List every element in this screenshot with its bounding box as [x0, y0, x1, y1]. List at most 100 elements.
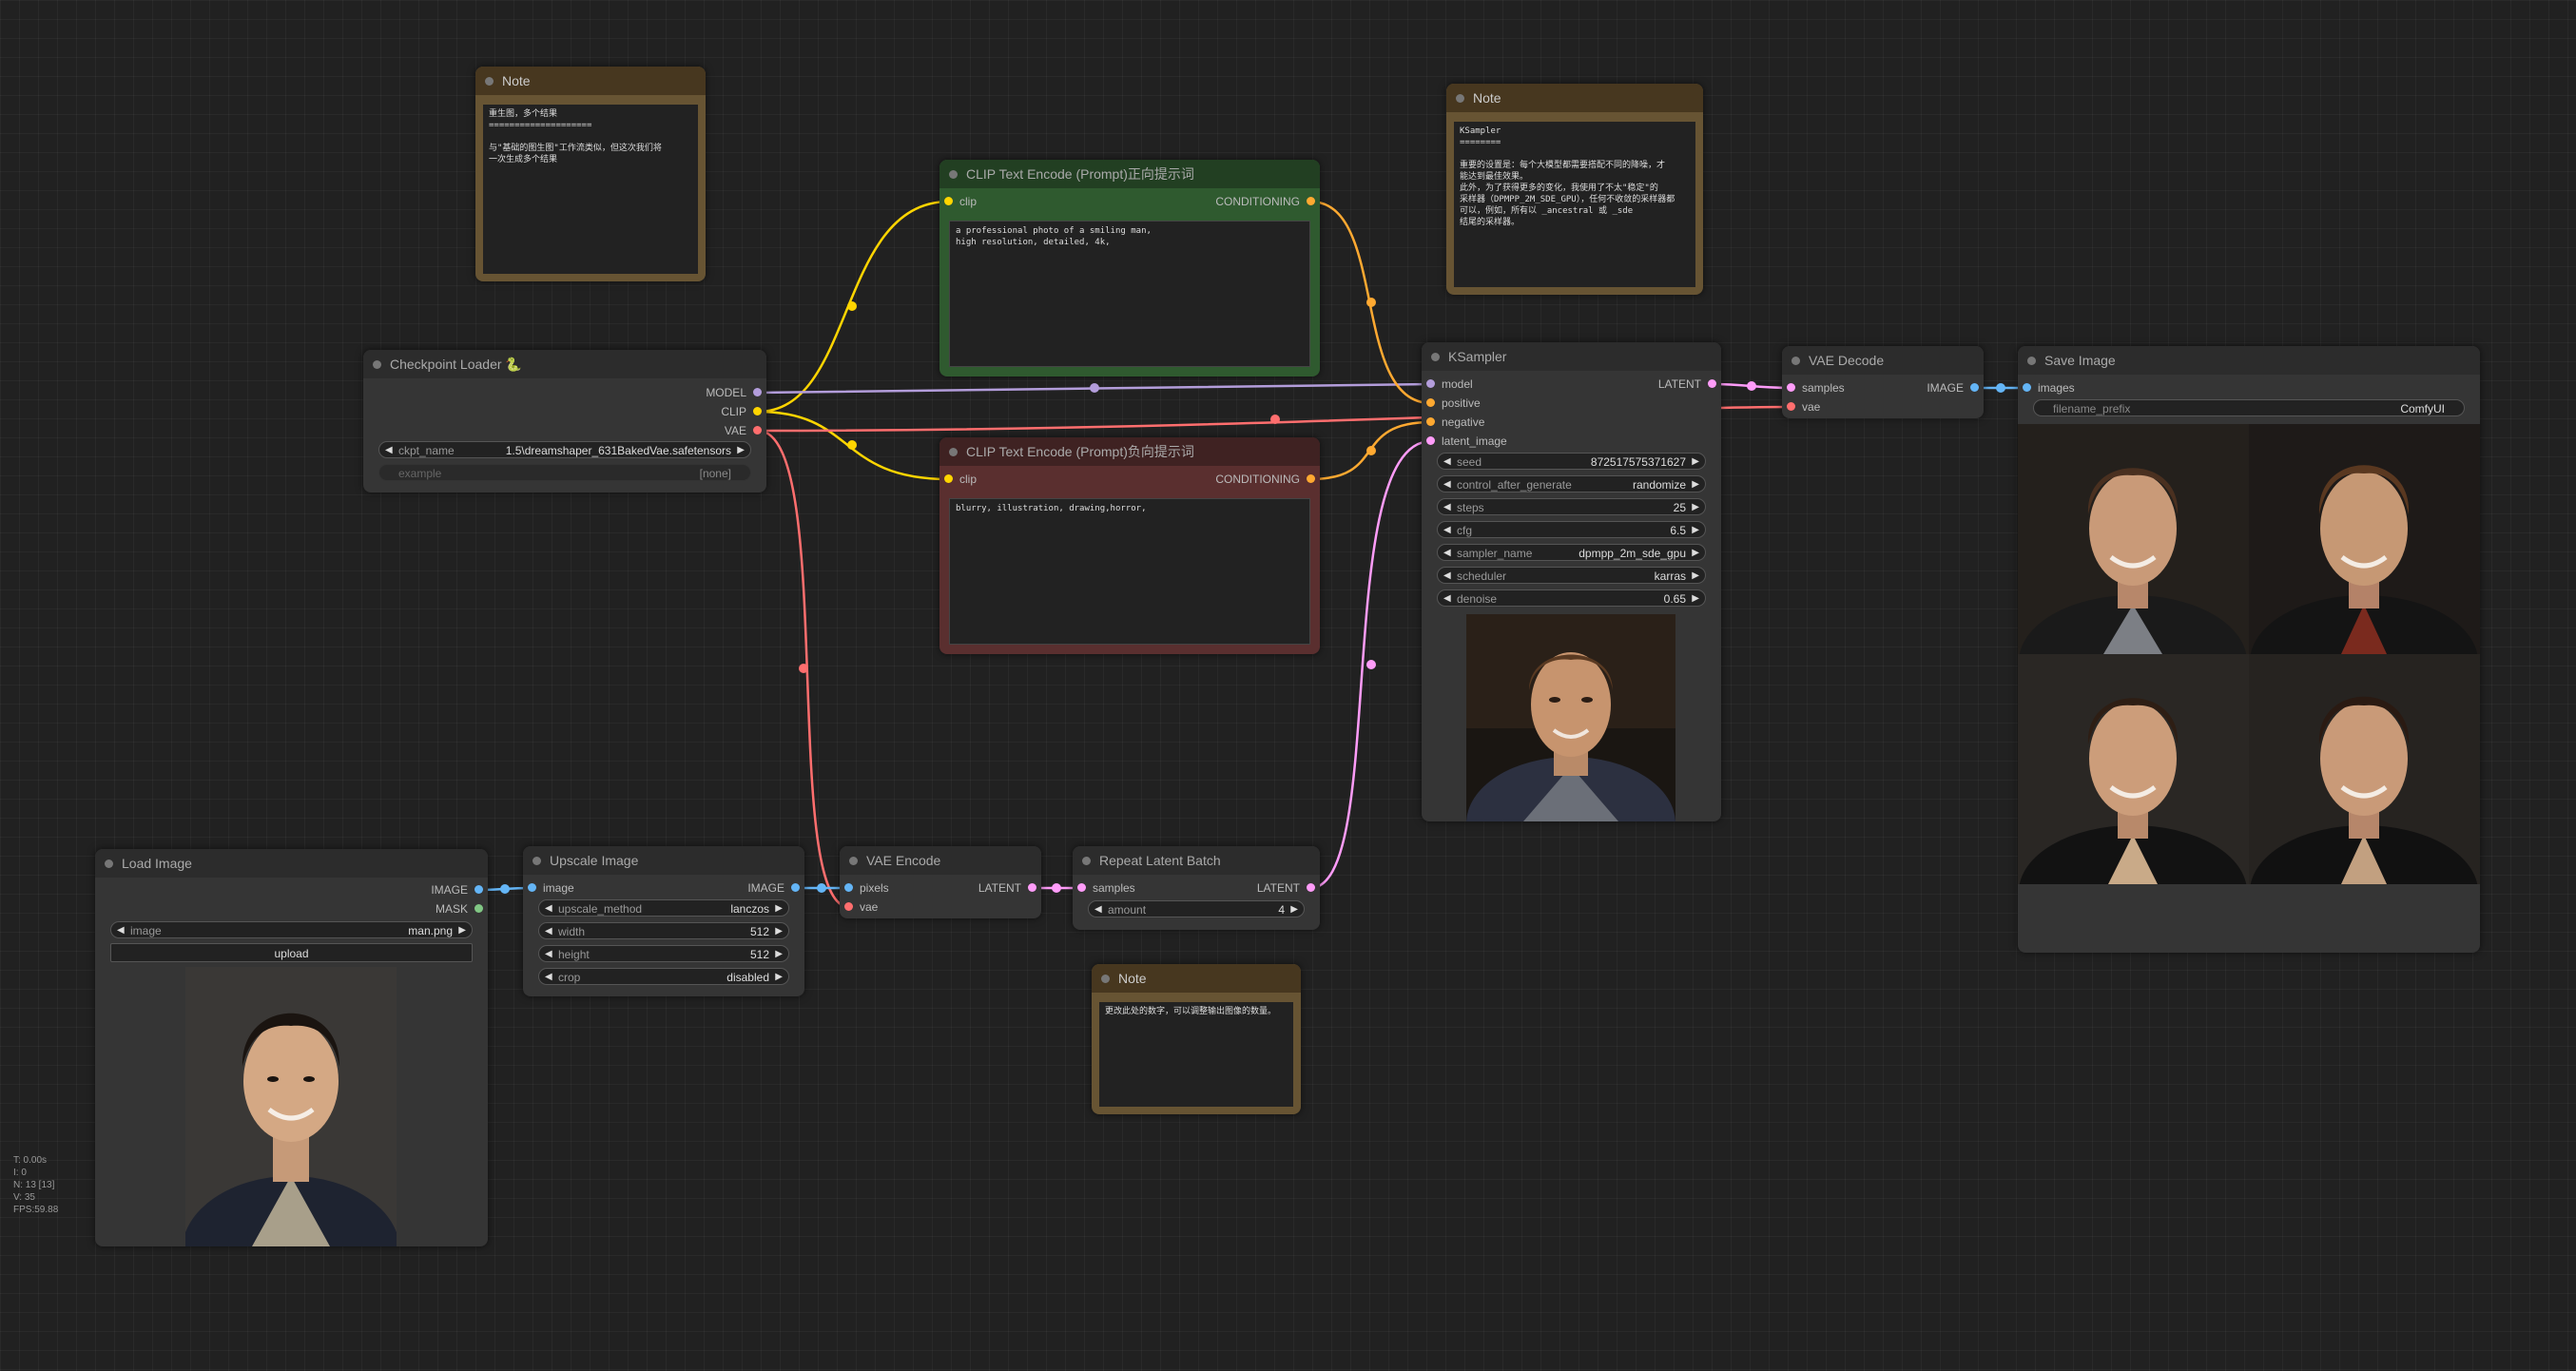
- increment-arrow-icon[interactable]: ▶: [775, 926, 783, 937]
- increment-arrow-icon[interactable]: ▶: [1692, 479, 1699, 490]
- node-title[interactable]: Note: [1446, 84, 1703, 112]
- node-title[interactable]: CLIP Text Encode (Prompt)正向提示词: [939, 160, 1320, 188]
- image-pin[interactable]: [791, 883, 800, 892]
- latent-pin[interactable]: [1028, 883, 1036, 892]
- decrement-arrow-icon[interactable]: ◀: [117, 925, 125, 936]
- decrement-arrow-icon[interactable]: ◀: [1443, 456, 1451, 467]
- node-title[interactable]: Load Image: [95, 849, 488, 878]
- increment-arrow-icon[interactable]: ▶: [458, 925, 466, 936]
- input-clip[interactable]: clip: [944, 194, 977, 209]
- output-mask[interactable]: MASK: [436, 901, 483, 917]
- node-title[interactable]: VAE Decode: [1782, 346, 1984, 375]
- repeat-latent-batch-node[interactable]: Repeat Latent Batch samples LATENT ◀amou…: [1073, 846, 1320, 930]
- image-combo[interactable]: ◀ image man.png ▶: [110, 921, 473, 938]
- decrement-arrow-icon[interactable]: ◀: [1443, 593, 1451, 604]
- save-image-node[interactable]: Save Image images filename_prefix ComfyU…: [2018, 346, 2480, 953]
- decrement-arrow-icon[interactable]: ◀: [545, 972, 552, 982]
- increment-arrow-icon[interactable]: ▶: [1692, 525, 1699, 535]
- collapse-dot[interactable]: [1456, 94, 1464, 103]
- clip-pin[interactable]: [944, 197, 953, 205]
- ckpt-name-combo[interactable]: ◀ ckpt_name 1.5\dreamshaper_631BakedVae.…: [378, 441, 751, 458]
- model-pin[interactable]: [753, 388, 762, 396]
- output-image[interactable]: IMAGE: [1927, 380, 1979, 396]
- note-text[interactable]: 更改此处的数字，可以调整输出图像的数量。: [1099, 1002, 1293, 1107]
- collapse-dot[interactable]: [2027, 357, 2036, 365]
- increment-arrow-icon[interactable]: ▶: [775, 949, 783, 959]
- node-title[interactable]: Repeat Latent Batch: [1073, 846, 1320, 875]
- node-title[interactable]: Note: [475, 67, 706, 95]
- prompt-textarea[interactable]: a professional photo of a smiling man, h…: [949, 221, 1310, 367]
- vae-encode-node[interactable]: VAE Encode pixels vae LATENT: [840, 846, 1041, 918]
- image-pin[interactable]: [2023, 383, 2031, 392]
- vae-pin[interactable]: [753, 426, 762, 434]
- input-model[interactable]: model: [1426, 377, 1473, 392]
- decrement-arrow-icon[interactable]: ◀: [1443, 502, 1451, 512]
- input-samples[interactable]: samples: [1077, 880, 1135, 896]
- decrement-arrow-icon[interactable]: ◀: [385, 445, 393, 455]
- output-conditioning[interactable]: CONDITIONING: [1215, 472, 1315, 487]
- note-text[interactable]: KSampler ======== 重要的设置是：每个大模型都需要搭配不同的降噪…: [1454, 122, 1695, 287]
- note-node-1[interactable]: Note 重生图，多个结果 ==================== 与"基础的…: [475, 67, 706, 281]
- output-image[interactable]: IMAGE: [431, 882, 483, 898]
- output-vae[interactable]: VAE: [725, 423, 762, 438]
- node-title[interactable]: Note: [1092, 964, 1301, 993]
- input-samples[interactable]: samples: [1787, 380, 1845, 396]
- conditioning-pin[interactable]: [1307, 474, 1315, 483]
- decrement-arrow-icon[interactable]: ◀: [1443, 525, 1451, 535]
- collapse-dot[interactable]: [533, 857, 541, 865]
- decrement-arrow-icon[interactable]: ◀: [545, 926, 552, 937]
- decrement-arrow-icon[interactable]: ◀: [1443, 548, 1451, 558]
- output-clip[interactable]: CLIP: [721, 404, 762, 419]
- image-pin[interactable]: [1970, 383, 1979, 392]
- latent-pin[interactable]: [1708, 379, 1716, 388]
- negative-pin[interactable]: [1426, 417, 1435, 426]
- node-title[interactable]: VAE Encode: [840, 846, 1041, 875]
- note-node-2[interactable]: Note KSampler ======== 重要的设置是：每个大模型都需要搭配…: [1446, 84, 1703, 295]
- decrement-arrow-icon[interactable]: ◀: [1443, 570, 1451, 581]
- node-title[interactable]: Save Image: [2018, 346, 2480, 375]
- output-latent[interactable]: LATENT: [1257, 880, 1315, 896]
- input-image[interactable]: image: [528, 880, 574, 896]
- input-clip[interactable]: clip: [944, 472, 977, 487]
- latent-pin[interactable]: [1787, 383, 1795, 392]
- decrement-arrow-icon[interactable]: ◀: [545, 949, 552, 959]
- node-title[interactable]: Checkpoint Loader 🐍: [363, 350, 766, 378]
- conditioning-pin[interactable]: [1307, 197, 1315, 205]
- model-pin[interactable]: [1426, 379, 1435, 388]
- output-model[interactable]: MODEL: [706, 385, 762, 400]
- increment-arrow-icon[interactable]: ▶: [775, 903, 783, 914]
- image-pin[interactable]: [475, 885, 483, 894]
- input-positive[interactable]: positive: [1426, 396, 1481, 411]
- load-image-node[interactable]: Load Image IMAGE MASK ◀ image man.png ▶ …: [95, 849, 488, 1246]
- increment-arrow-icon[interactable]: ▶: [737, 445, 745, 455]
- note-node-3[interactable]: Note 更改此处的数字，可以调整输出图像的数量。: [1092, 964, 1301, 1114]
- latent-pin[interactable]: [1077, 883, 1086, 892]
- upscale-image-node[interactable]: Upscale Image image IMAGE ◀upscale_metho…: [523, 846, 804, 996]
- collapse-dot[interactable]: [849, 857, 858, 865]
- increment-arrow-icon[interactable]: ▶: [1692, 456, 1699, 467]
- latent-pin[interactable]: [1426, 436, 1435, 445]
- collapse-dot[interactable]: [105, 859, 113, 868]
- input-images[interactable]: images: [2023, 380, 2075, 396]
- node-title[interactable]: CLIP Text Encode (Prompt)负向提示词: [939, 437, 1320, 466]
- input-pixels[interactable]: pixels: [844, 880, 889, 896]
- clip-pin[interactable]: [753, 407, 762, 415]
- decrement-arrow-icon[interactable]: ◀: [1443, 479, 1451, 490]
- prompt-textarea[interactable]: blurry, illustration, drawing,horror,: [949, 498, 1310, 645]
- increment-arrow-icon[interactable]: ▶: [1692, 502, 1699, 512]
- collapse-dot[interactable]: [1792, 357, 1800, 365]
- checkpoint-loader-node[interactable]: Checkpoint Loader 🐍 MODEL CLIP VAE ◀ ckp…: [363, 350, 766, 492]
- upload-button[interactable]: upload: [110, 943, 473, 962]
- clip-text-encode-positive-node[interactable]: CLIP Text Encode (Prompt)正向提示词 clip COND…: [939, 160, 1320, 377]
- decrement-arrow-icon[interactable]: ◀: [1094, 904, 1102, 915]
- decrement-arrow-icon[interactable]: ◀: [545, 903, 552, 914]
- image-pin[interactable]: [528, 883, 536, 892]
- output-conditioning[interactable]: CONDITIONING: [1215, 194, 1315, 209]
- collapse-dot[interactable]: [949, 448, 958, 456]
